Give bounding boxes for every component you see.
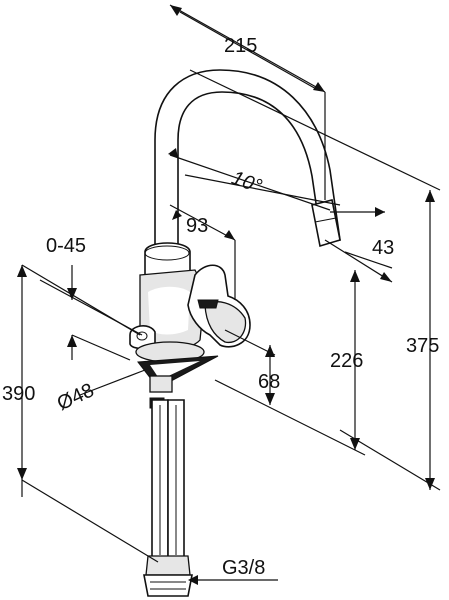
label-angle-tilt: 10° <box>229 167 265 198</box>
label-swivel-range: 0-45 <box>46 235 86 257</box>
label-handle-reach: 93 <box>186 215 208 237</box>
label-outlet-height: 226 <box>330 350 363 372</box>
faucet-body <box>129 69 341 597</box>
label-connection-thread: G3/8 <box>222 557 265 579</box>
lever-handle-shade <box>204 301 247 344</box>
nut <box>149 375 173 393</box>
dimension-lines <box>21 4 441 581</box>
label-spout-offset: 43 <box>372 237 394 259</box>
spout <box>154 69 341 246</box>
label-total-height: 375 <box>406 335 439 357</box>
label-reach: 215 <box>224 35 257 57</box>
arrowheads <box>17 5 435 585</box>
label-hose-length: 390 <box>2 383 35 405</box>
label-base-depth: 68 <box>258 371 280 393</box>
label-base-diameter: Ø48 <box>54 379 98 415</box>
